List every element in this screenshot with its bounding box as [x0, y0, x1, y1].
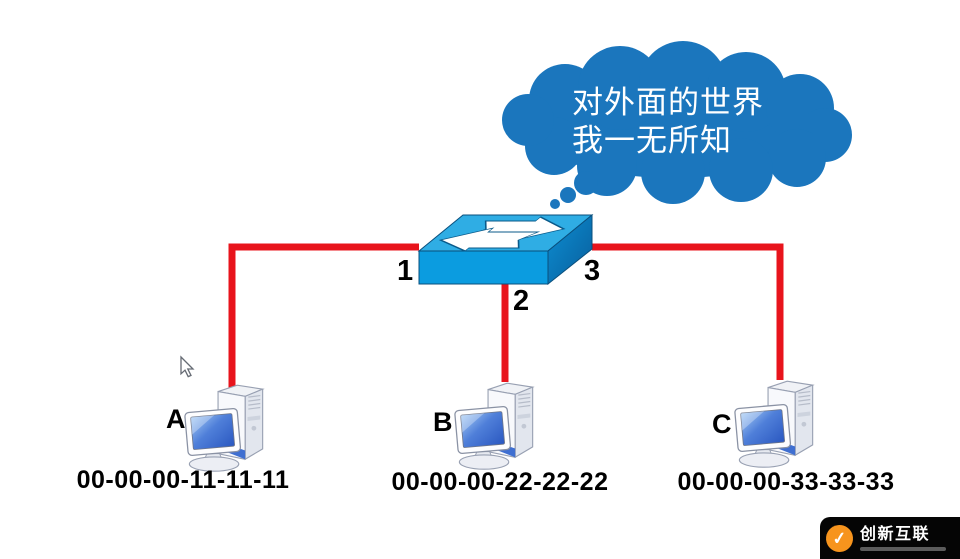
- host-a-computer-icon: [183, 384, 264, 472]
- cable-switch-to-host-c: [592, 243, 784, 380]
- switch-port-2-label: 2: [513, 285, 530, 317]
- host-c-computer-icon: [733, 380, 814, 468]
- host-b-mac-address: 00-00-00-22-22-22: [391, 468, 609, 496]
- switch-port-1-label: 1: [397, 255, 414, 287]
- thought-bubble-line-2: 我一无所知: [572, 123, 732, 158]
- host-c-mac-address: 00-00-00-33-33-33: [677, 468, 895, 496]
- thought-bubble-text: 对外面的世界 我一无所知: [572, 84, 822, 160]
- switch-icon: [417, 213, 594, 286]
- host-b-computer-icon: [453, 382, 534, 470]
- cable-switch-to-host-a: [228, 243, 419, 390]
- cables: [228, 243, 784, 390]
- host-c-label: C: [712, 409, 732, 439]
- watermark-brand-name: 创新互联: [860, 525, 931, 543]
- switch-port-3-label: 3: [584, 255, 601, 287]
- thought-bubble-line-1: 对外面的世界: [572, 85, 764, 120]
- mouse-cursor: [180, 355, 195, 378]
- watermark-text-column: 创新互联: [860, 526, 946, 551]
- watermark-logo-icon: ✓: [824, 523, 855, 553]
- watermark-fine-print: [860, 546, 946, 551]
- host-a-mac-address: 00-00-00-11-11-11: [76, 466, 290, 494]
- thought-bubble-cloud: [502, 41, 852, 209]
- switch-arrow-left: [438, 227, 541, 252]
- host-a-label: A: [166, 404, 186, 434]
- watermark-badge: ✓ 创新互联: [820, 517, 960, 559]
- host-b-label: B: [433, 407, 453, 437]
- thought-bubble-tail: [550, 171, 598, 209]
